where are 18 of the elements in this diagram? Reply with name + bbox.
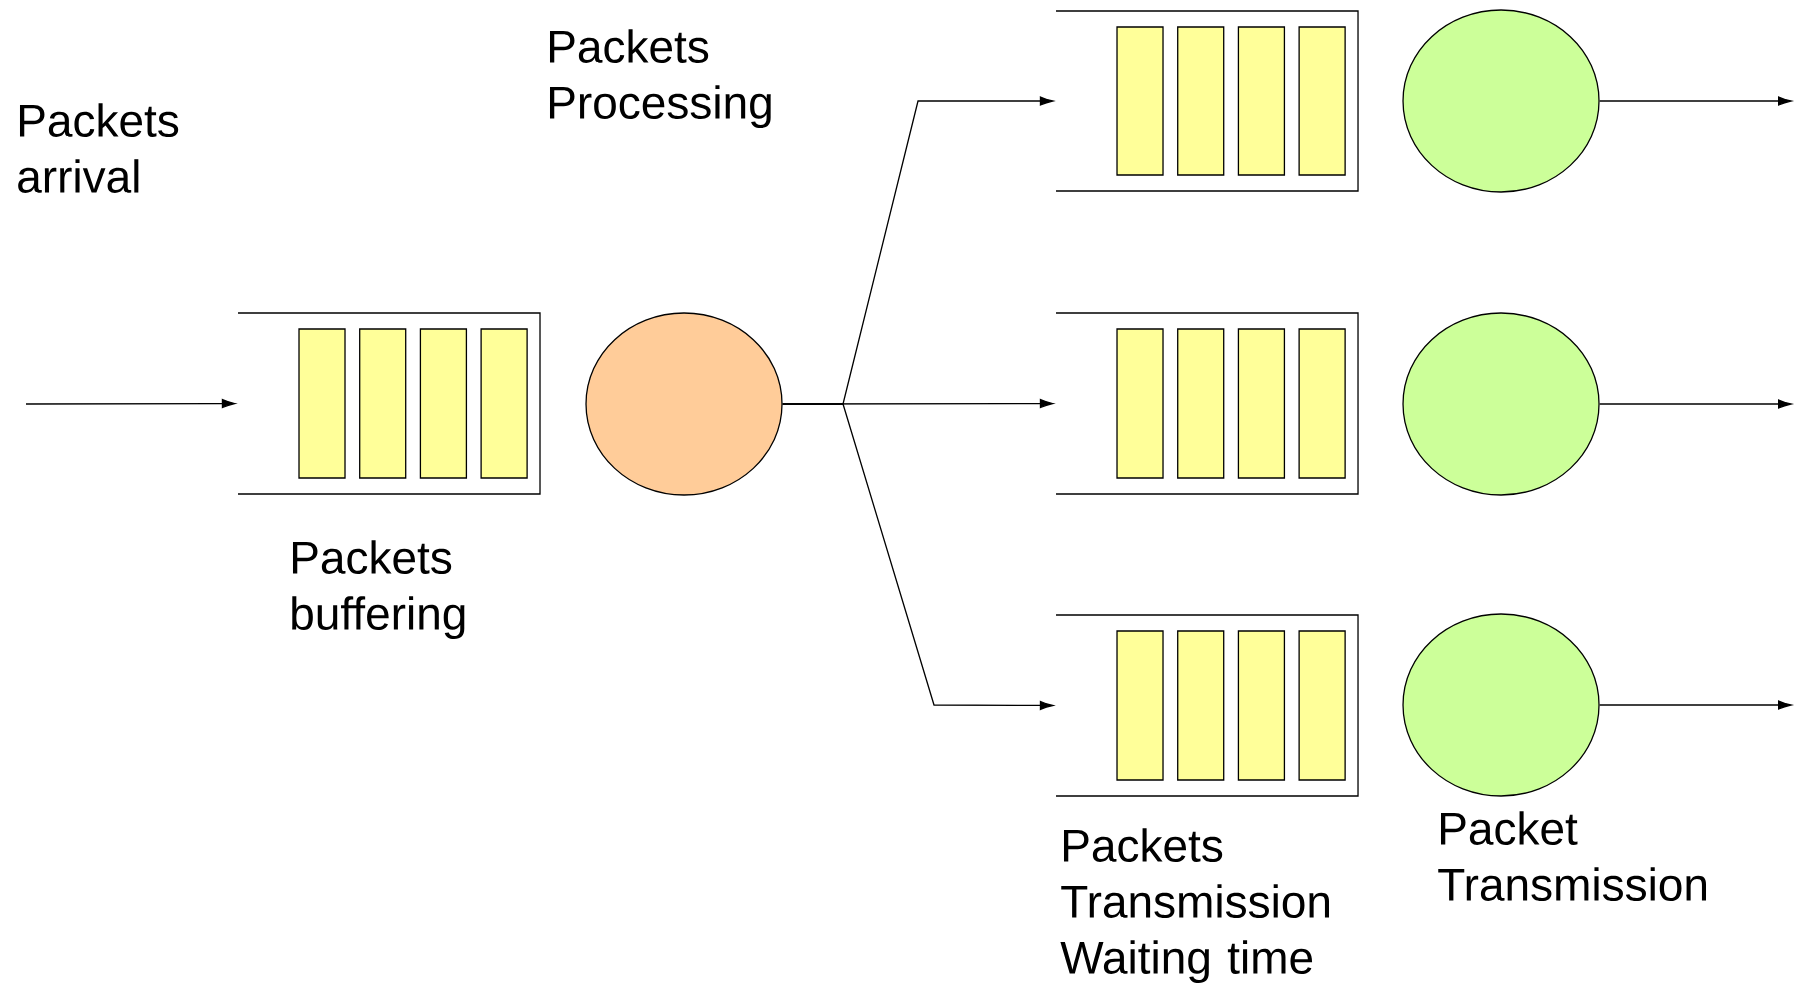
server-circle — [1402, 312, 1600, 496]
caption-text: Packets Transmission Waiting time — [1060, 828, 1329, 984]
arrow — [782, 403, 1054, 711]
arrow — [1599, 96, 1792, 106]
server-circle — [585, 312, 783, 496]
server-circle — [1402, 9, 1600, 193]
queue-drawing — [237, 312, 541, 495]
queue-drawing — [1055, 614, 1359, 797]
queue-drawing — [1055, 312, 1359, 495]
arrow — [1599, 700, 1792, 710]
label-text: Packets Processing — [550, 29, 771, 129]
caption-text: Packets buffering — [292, 540, 465, 640]
server-circle — [1402, 613, 1600, 797]
label-text: Packets arrival — [18, 103, 179, 193]
arrow — [25, 398, 236, 409]
arrow — [1599, 399, 1792, 409]
caption-text: Packet Transmission — [1438, 811, 1706, 901]
queue-drawing — [1055, 10, 1359, 192]
